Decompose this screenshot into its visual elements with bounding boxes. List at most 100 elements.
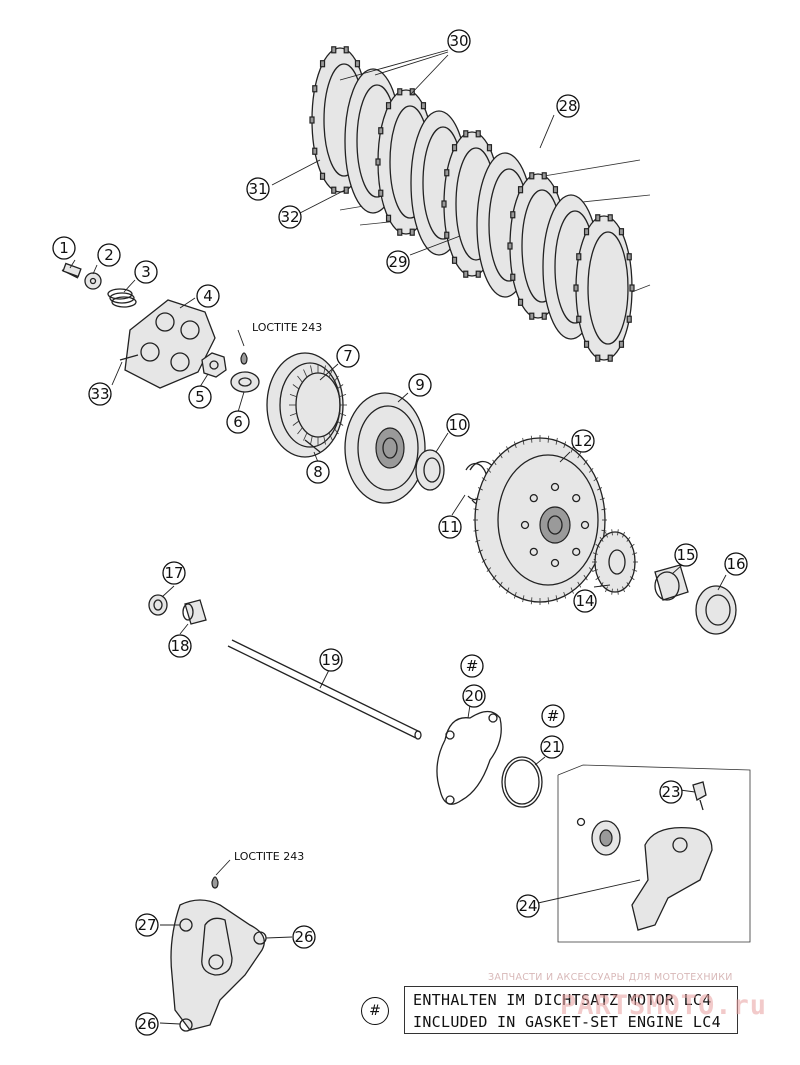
hub-spline [303, 369, 308, 378]
legend-line-en: INCLUDED IN GASKET-SET ENGINE LC4 [413, 1013, 721, 1031]
callout-29: 29 [386, 250, 410, 274]
disc-tab [463, 270, 469, 278]
callout-5: 5 [188, 385, 212, 409]
watermark-brand: PARTSMOTO.ru [560, 990, 768, 1021]
svg-text:29: 29 [388, 253, 407, 271]
gear-tooth [622, 586, 625, 593]
svg-text:3: 3 [141, 263, 151, 281]
callout-4: 4 [196, 284, 220, 308]
basket-gear-tooth [481, 558, 487, 563]
disc-tab [420, 102, 427, 110]
basket-gear-tooth [498, 581, 503, 588]
hub-spline [297, 427, 303, 435]
hub-spline [339, 394, 347, 398]
svg-text:27: 27 [137, 916, 156, 934]
gear-tooth [632, 569, 638, 572]
hub-spline [310, 365, 313, 375]
callout-33: 33 [88, 382, 112, 406]
callout-23: 23 [659, 780, 683, 804]
callout-32: 32 [278, 205, 302, 229]
disc-tab [451, 144, 458, 152]
callout-30: 30 [447, 29, 471, 53]
svg-text:17: 17 [164, 564, 183, 582]
svg-text:5: 5 [195, 388, 205, 406]
basket-gear-tooth [570, 446, 574, 453]
svg-text:15: 15 [676, 546, 695, 564]
svg-text:2: 2 [104, 246, 114, 264]
basket-hole [572, 547, 581, 557]
svg-text:33: 33 [90, 385, 109, 403]
basket-gear-tooth [583, 574, 588, 581]
hash-marker-21: # [541, 704, 565, 728]
hub-spline [289, 412, 297, 416]
disc-tab [378, 127, 384, 135]
disc-tab [583, 228, 590, 236]
svg-text:6: 6 [233, 413, 243, 431]
disc-tab [319, 172, 326, 180]
basket-hole [520, 520, 530, 530]
basket-hole [529, 493, 538, 503]
callout-18: 18 [168, 634, 192, 658]
clutch-disc-inner [587, 231, 629, 345]
disc-tab [517, 298, 524, 306]
disc-tab [378, 189, 384, 197]
callout-12: 12 [571, 429, 595, 453]
hub-spline [339, 412, 347, 416]
hub-spline [333, 375, 339, 383]
svg-text:10: 10 [448, 416, 467, 434]
basket-gear-tooth [486, 567, 492, 573]
disc-tab [375, 158, 381, 166]
disc-tab [595, 214, 601, 222]
gear-tooth [617, 588, 619, 595]
gear-tooth [592, 569, 598, 572]
svg-text:4: 4 [203, 287, 213, 305]
gear-tooth [611, 588, 613, 595]
gear-tooth [599, 536, 604, 542]
hub-spline [292, 420, 300, 426]
svg-text:11: 11 [440, 518, 459, 536]
svg-text:20: 20 [464, 687, 483, 705]
callout-28: 28 [556, 94, 580, 118]
basket-gear-tooth [597, 487, 603, 491]
disc-tab [451, 256, 458, 264]
gear-tooth [629, 576, 635, 581]
svg-text:7: 7 [343, 347, 353, 365]
disc-tab [409, 88, 415, 96]
basket-gear-tooth [601, 508, 607, 511]
basket-gear-tooth [522, 595, 525, 603]
svg-text:24: 24 [518, 897, 537, 915]
disc-tab [576, 253, 582, 261]
gear-tooth [629, 543, 635, 548]
hub-spline [323, 435, 326, 445]
basket-gear-tooth [563, 591, 567, 599]
disc-tab [475, 270, 481, 278]
disc-tab [409, 228, 415, 236]
clutch-release-assembly [557, 764, 751, 943]
disc-tab [331, 186, 337, 194]
basket-gear-tooth [547, 435, 550, 443]
basket-gear-tooth [555, 437, 558, 445]
svg-text:32: 32 [280, 208, 299, 226]
disc-tab [629, 284, 635, 292]
disc-tab [552, 186, 559, 194]
disc-tab [510, 273, 516, 281]
basket-hole [550, 482, 560, 492]
disc-tab [607, 214, 613, 222]
svg-text:18: 18 [170, 637, 189, 655]
basket-gear-tooth [492, 574, 497, 581]
disc-tab [541, 312, 547, 320]
disc-tab [583, 340, 590, 348]
disc-tab [444, 169, 450, 177]
svg-text:21: 21 [542, 738, 561, 756]
disc-tab [607, 354, 613, 362]
callout-26-right: 26 [292, 925, 316, 949]
callout-31: 31 [246, 177, 270, 201]
basket-gear-tooth [473, 529, 479, 532]
disc-tab [354, 60, 361, 68]
gear-bearing-washer [592, 529, 737, 635]
basket-gear-tooth [588, 467, 594, 473]
hub-spline [328, 432, 333, 441]
callout-21: 21 [540, 735, 564, 759]
disc-tab [529, 172, 535, 180]
